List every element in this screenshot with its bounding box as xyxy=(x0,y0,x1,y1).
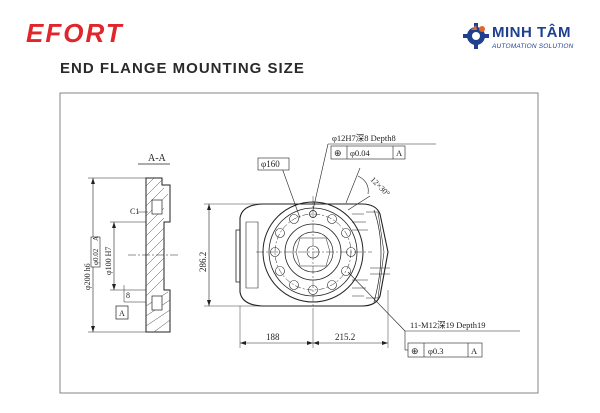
drawing-frame xyxy=(59,92,539,394)
efort-logo: EFORT xyxy=(26,18,124,48)
height-dim-label: 286.2 xyxy=(198,252,208,272)
angle-dim-label: 12×30° xyxy=(369,175,392,198)
thread-tolerance: φ0.3 xyxy=(428,346,444,356)
logo-subtitle: AUTOMATION SOLUTION xyxy=(492,43,574,50)
dimension-lines xyxy=(204,143,520,358)
circle-dim-label: φ160 xyxy=(261,159,280,169)
depth-label: 8 xyxy=(126,291,130,300)
datum-label: A xyxy=(119,309,125,318)
logo-name: MINH TÂM xyxy=(492,24,571,41)
thread-position-symbol: ⊕ xyxy=(411,346,419,356)
left-width-label: 188 xyxy=(266,332,280,342)
thread-datum: A xyxy=(471,346,478,356)
position-symbol: ⊕ xyxy=(334,148,342,158)
minh-tam-logo: MINH TÂM AUTOMATION SOLUTION xyxy=(462,22,582,56)
pin-hole-datum: A xyxy=(396,148,403,158)
gear-icon xyxy=(463,23,489,49)
front-view xyxy=(235,196,390,312)
section-label: A-A xyxy=(148,153,167,164)
thread-callout: 11-M12深19 Depth19 xyxy=(410,320,485,330)
section-view: A-A C1 xyxy=(88,153,180,333)
right-width-label: 215.2 xyxy=(335,332,355,342)
outer-diameter-label: φ200 h6 xyxy=(83,263,92,290)
outer-tolerance-label: φ0.02 xyxy=(92,248,100,265)
chamfer-label: C1 xyxy=(130,207,139,216)
pin-hole-callout: φ12H7深8 Depth8 xyxy=(332,133,396,143)
pilot-diameter-label: φ100 H7 xyxy=(104,247,113,275)
pin-hole-tolerance: φ0.04 xyxy=(350,148,371,158)
page-title: END FLANGE MOUNTING SIZE xyxy=(60,60,305,77)
outer-tolerance-datum: A xyxy=(92,236,100,241)
